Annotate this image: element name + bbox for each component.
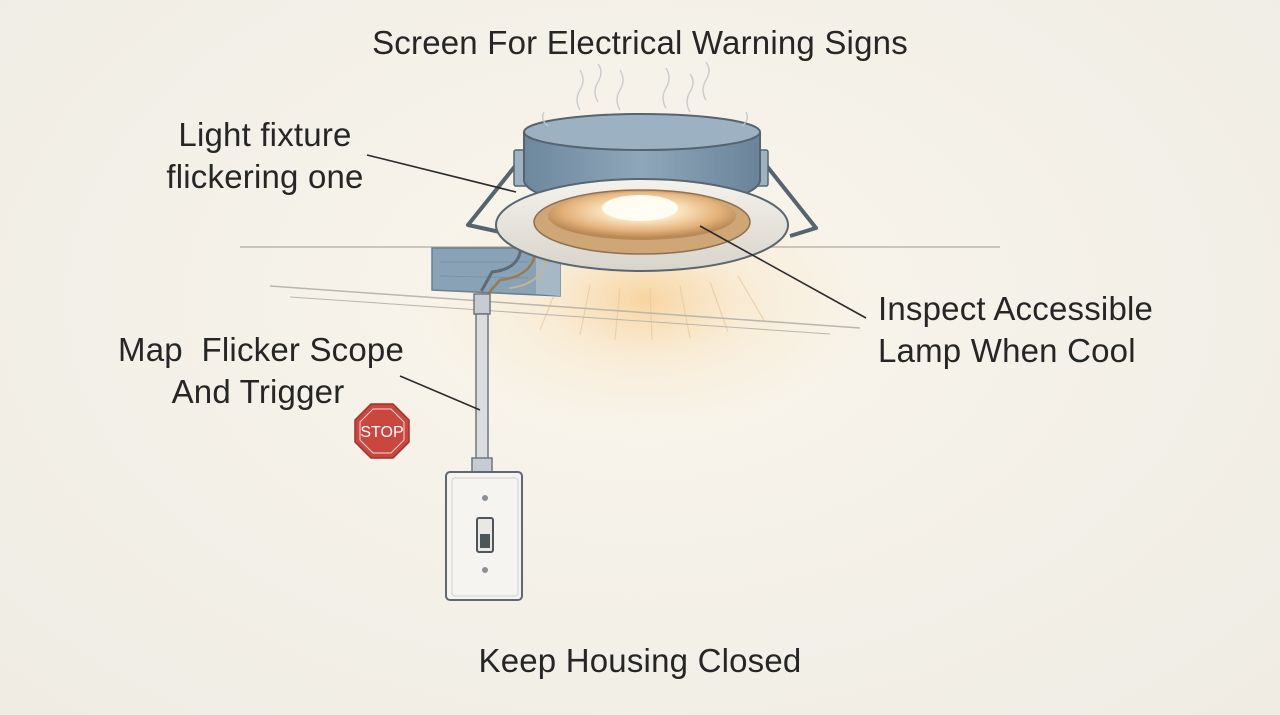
stop-sign-label: STOP bbox=[360, 424, 403, 441]
label-light-fixture-line-2: flickering one bbox=[166, 158, 364, 195]
conduit-icon bbox=[471, 293, 493, 473]
light-switch-icon bbox=[445, 471, 523, 601]
label-inspect-lamp: Inspect Accessible Lamp When Cool bbox=[878, 288, 1178, 372]
footer-caption: Keep Housing Closed bbox=[478, 642, 802, 679]
label-map-flicker: Map Flicker Scope And Trigger bbox=[118, 329, 405, 413]
leader-lines bbox=[366, 154, 867, 411]
label-inspect-lamp-line-2: Lamp When Cool bbox=[878, 332, 1136, 369]
label-map-flicker-line-2: And Trigger bbox=[171, 373, 345, 410]
stop-sign-icon: STOP bbox=[354, 403, 410, 459]
label-inspect-lamp-line-1: Inspect Accessible bbox=[878, 290, 1154, 327]
recessed-light-icon bbox=[466, 61, 818, 272]
page-title: Screen For Electrical Warning Signs bbox=[372, 24, 908, 61]
label-light-fixture-line-1: Light fixture bbox=[178, 116, 352, 153]
label-map-flicker-line-1: Map Flicker Scope bbox=[118, 331, 405, 368]
label-light-fixture: Light fixture flickering one bbox=[160, 114, 370, 198]
